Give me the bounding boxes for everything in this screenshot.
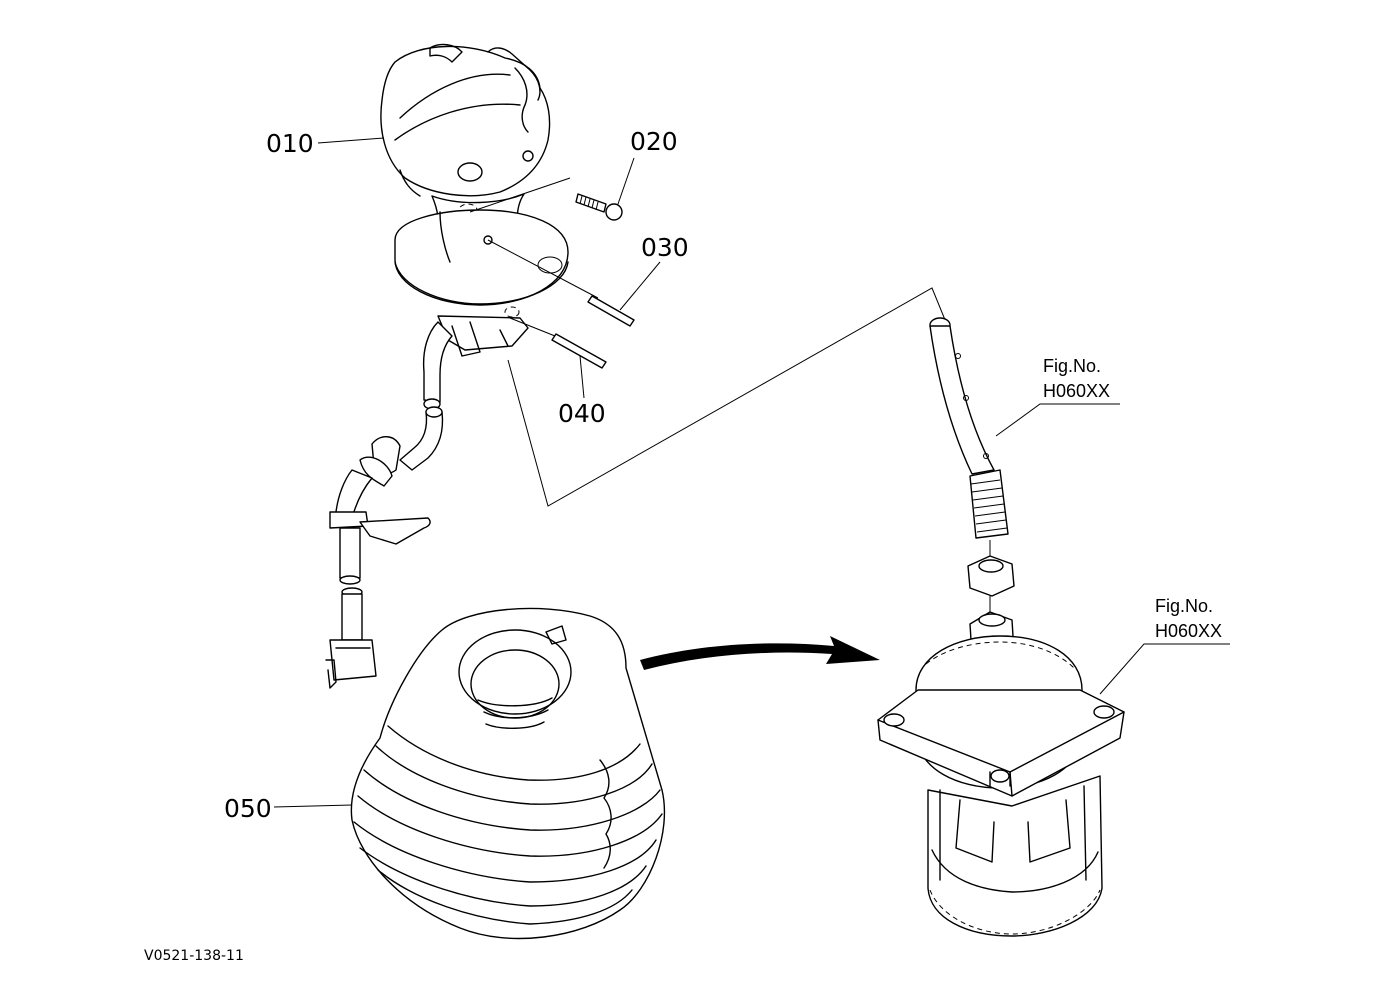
ref-2-line2: H060XX (1155, 621, 1222, 641)
pin-part-040 (551, 333, 607, 369)
assembly-arrow (640, 636, 880, 670)
leader-020 (617, 157, 635, 205)
ref-1-line1: Fig.No. (1043, 356, 1101, 376)
label-040: 040 (558, 399, 606, 428)
part-labels: 010 020 030 040 050 (224, 127, 689, 823)
leader-050 (273, 804, 353, 808)
ref-1-line2: H060XX (1043, 381, 1110, 401)
leader-ref-1 (995, 403, 1120, 437)
shaft-part (929, 317, 1009, 539)
reference-labels: Fig.No. H060XX Fig.No. H060XX (1043, 356, 1222, 641)
ref-2-line1: Fig.No. (1155, 596, 1213, 616)
leader-ref-2 (1099, 643, 1230, 695)
leader-010 (317, 137, 385, 144)
boot-part (350, 607, 666, 940)
drawing-code: V0521-138-11 (144, 948, 244, 964)
label-030: 030 (641, 233, 689, 262)
label-020: 020 (630, 127, 678, 156)
leader-040 (579, 355, 585, 399)
assembly-guide-lines (469, 177, 951, 507)
nut-part (967, 540, 1015, 614)
label-010: 010 (266, 129, 314, 158)
pin-part-030 (587, 295, 635, 327)
grip-part (380, 43, 569, 357)
leader-lines (273, 137, 1230, 808)
valve-part (877, 611, 1125, 937)
label-050: 050 (224, 794, 272, 823)
lever-wire-assembly (325, 321, 453, 689)
screw-part (575, 193, 623, 221)
leader-030 (619, 261, 661, 311)
